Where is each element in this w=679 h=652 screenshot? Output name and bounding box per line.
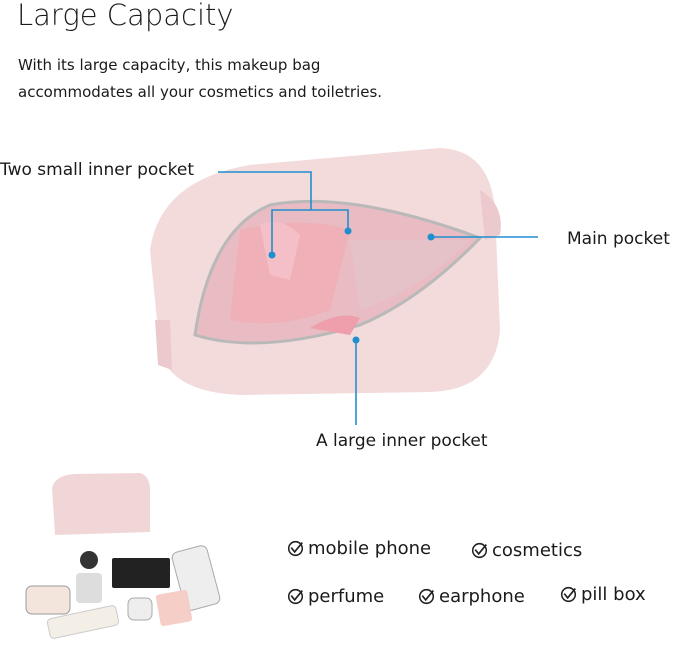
callout-dots — [268, 227, 435, 344]
item-label: mobile phone — [308, 538, 432, 559]
item-label: pill box — [581, 584, 646, 605]
item-earphone: earphone — [418, 586, 525, 607]
item-pill-box: pill box — [560, 584, 646, 605]
item-label: perfume — [308, 586, 385, 607]
description-line: accommodates all your cosmetics and toil… — [18, 83, 383, 101]
bag-handle — [480, 190, 501, 240]
main-lining — [350, 240, 470, 310]
item-perfume: perfume — [287, 586, 384, 607]
description-line: With its large capacity, this makeup bag — [18, 56, 321, 74]
item-label: cosmetics — [492, 540, 583, 561]
item-mobile-phone: mobile phone — [287, 538, 431, 559]
check-circle-icon — [287, 588, 304, 605]
heading: Large Capacity — [17, 0, 234, 32]
callout-lines — [218, 171, 538, 425]
callout-main-pocket: Main pocket — [567, 229, 670, 249]
item-label: earphone — [439, 586, 525, 607]
contents-photo — [25, 473, 221, 639]
check-circle-icon — [418, 588, 435, 605]
check-circle-icon — [560, 586, 577, 603]
small-pocket — [260, 221, 300, 280]
large-pocket — [310, 315, 360, 335]
check-circle-icon — [287, 540, 304, 557]
bag-handle — [155, 320, 172, 370]
callout-large-pocket: A large inner pocket — [316, 431, 488, 451]
check-circle-icon — [471, 542, 488, 559]
item-cosmetics: cosmetics — [471, 540, 582, 561]
callout-small-pockets: Two small inner pocket — [0, 160, 194, 180]
